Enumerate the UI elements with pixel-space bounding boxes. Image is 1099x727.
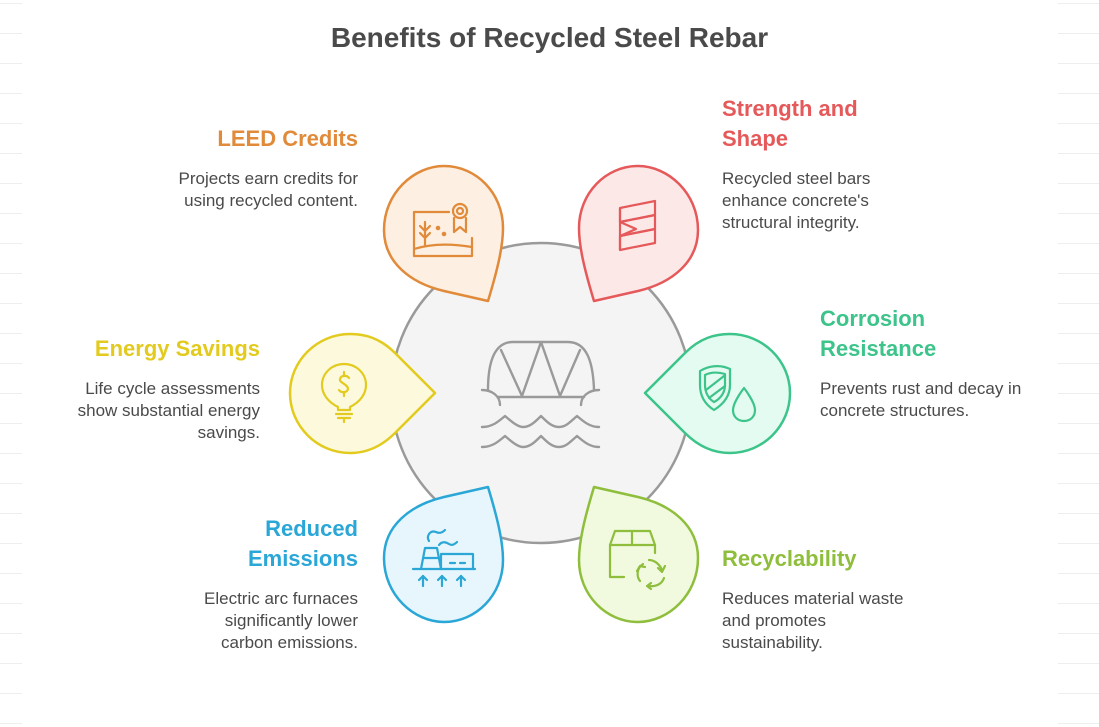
- benefit-node-recyclability: [577, 485, 700, 624]
- benefit-title-line-2: Emissions: [247, 546, 358, 571]
- benefit-node-reduced-emissions: [382, 485, 505, 624]
- diagram-title: Benefits of Recycled Steel Rebar: [330, 22, 769, 53]
- lightbulb-dollar-icon: [320, 362, 368, 424]
- benefit-title-line-1: Corrosion: [820, 306, 926, 331]
- benefit-label-leed-credits: LEED Credits Projects earn credits for u…: [128, 124, 358, 212]
- benefit-node-strength-shape: [577, 164, 700, 303]
- shield-water-drop-icon: [698, 365, 757, 423]
- benefit-description: Prevents rust and decay in concrete stru…: [820, 379, 1022, 420]
- benefit-title: Recyclability: [722, 546, 857, 571]
- center-hub: [389, 241, 693, 545]
- benefit-label-energy-savings: Energy Savings Life cycle assessments sh…: [30, 334, 260, 444]
- benefit-node-corrosion-resistance: [643, 332, 792, 455]
- benefit-node-energy-savings: [288, 332, 437, 455]
- benefit-description: Electric arc furnaces significantly lowe…: [204, 589, 358, 652]
- benefit-description: Reduces material waste and promotes sust…: [722, 589, 904, 652]
- factory-emissions-icon: [411, 528, 477, 588]
- benefit-description: Projects earn credits for using recycled…: [178, 169, 358, 210]
- steel-coil-icon: [618, 199, 657, 252]
- benefit-title: LEED Credits: [217, 126, 358, 151]
- benefit-title-line-2: Resistance: [820, 336, 937, 361]
- benefit-description: Life cycle assessments show substantial …: [77, 379, 260, 442]
- benefit-title-line-1: Strength and: [722, 96, 858, 121]
- benefit-label-strength-shape: Strength and Shape Recycled steel bars e…: [722, 94, 922, 234]
- certificate-landscape-icon: [412, 202, 474, 258]
- box-recycle-icon: [608, 529, 667, 591]
- edge-grid-lines-right: [1058, 0, 1099, 727]
- benefit-node-leed-credits: [382, 164, 505, 303]
- benefit-title: Energy Savings: [94, 336, 260, 361]
- bridge-over-water-icon: [480, 340, 601, 449]
- edge-grid-lines-left: [0, 0, 22, 727]
- benefit-label-corrosion-resistance: Corrosion Resistance Prevents rust and d…: [820, 304, 1040, 422]
- benefit-label-recyclability: Recyclability Reduces material waste and…: [722, 544, 942, 654]
- benefit-label-reduced-emissions: Reduced Emissions Electric arc furnaces …: [128, 514, 358, 654]
- benefit-title-line-2: Shape: [722, 126, 789, 151]
- benefit-description: Recycled steel bars enhance concrete's s…: [722, 169, 871, 232]
- benefit-title-line-1: Reduced: [265, 516, 358, 541]
